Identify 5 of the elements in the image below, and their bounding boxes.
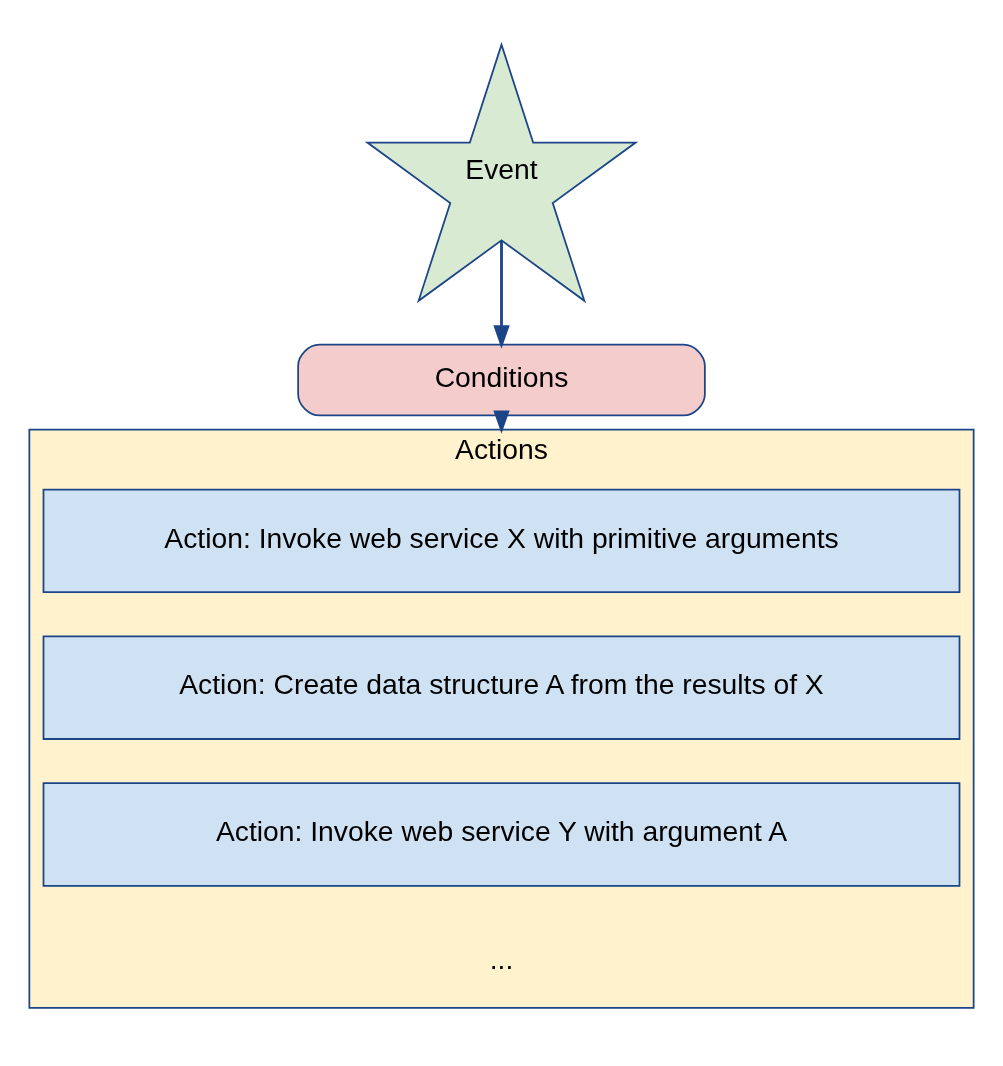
- node-box: Action: Invoke web service Y with argument A: [42, 781, 961, 887]
- node-box: Action: Create data structure A from the results of X: [42, 635, 961, 740]
- arrow: [493, 409, 510, 434]
- label: ...: [489, 942, 514, 975]
- node-box: Action: Invoke web service X with primitive arguments: [42, 488, 961, 593]
